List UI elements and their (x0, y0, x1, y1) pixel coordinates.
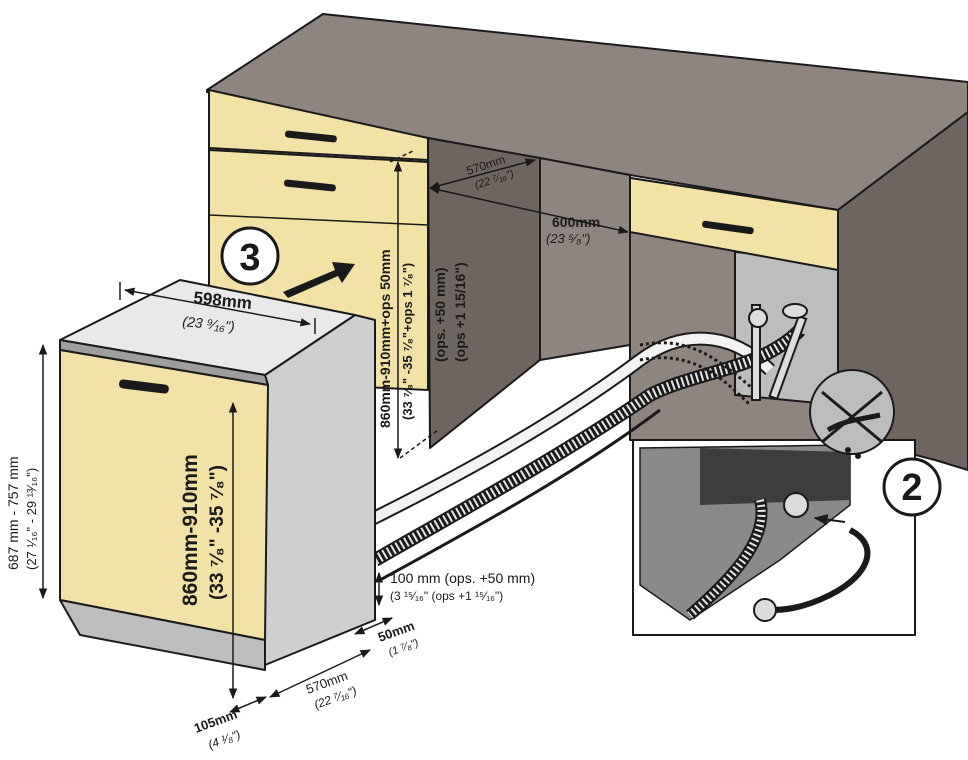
inlet-port (783, 492, 809, 518)
step-2-badge: 2 (882, 457, 942, 517)
cabinet-handles (284, 130, 754, 235)
step-3-label: 3 (239, 237, 260, 279)
valve-knob (782, 303, 808, 319)
floor-hoses (366, 324, 805, 582)
dimension-lines (38, 149, 630, 713)
warning-circle (809, 369, 895, 459)
dim-860-front-in: (33 ⁷⁄₈" -35 ⁷⁄₈") (207, 465, 228, 600)
dim-100-in: (3 ¹⁵⁄₁₆" (ops +1 ¹⁵⁄₁₆") (390, 589, 503, 603)
drip-icon (845, 447, 851, 453)
handle-top-left (285, 130, 337, 143)
niche-back-wall (539, 157, 631, 361)
hose-nut (753, 598, 777, 622)
cross-line-2 (821, 390, 883, 444)
dim-860-front: 860mm-910mm (179, 454, 202, 606)
dishwasher-door (59, 349, 269, 641)
dim-niche-in: (33 ⁷⁄₈" -35 ⁷⁄₈"+ops 1 ⁷⁄₈") (400, 263, 415, 420)
inset-hose (686, 498, 768, 620)
wall-valves (748, 303, 808, 401)
dim-ops-50-in: (ops +1 15/16") (452, 262, 468, 362)
drawer-right (629, 176, 839, 272)
dim-687-in: (27 ¹⁄₁₆" - 29 ¹³⁄₁₆") (24, 468, 39, 570)
dim-598-in: (23 ⁹⁄₁₆") (182, 313, 236, 334)
power-cable (379, 408, 661, 582)
inset-inlet-hose (769, 527, 871, 613)
dotted-hose-routing (639, 341, 761, 407)
inset-connection (632, 439, 916, 636)
dim-105-in: (4 ¹⁄₈") (206, 727, 242, 752)
handle-right (702, 220, 754, 235)
step-3-badge: 3 (220, 226, 355, 298)
handle-mid-left (284, 179, 336, 192)
dishwasher-plinth (59, 599, 266, 671)
dim-600: 600mm (552, 214, 600, 230)
dishwasher-handle (119, 379, 169, 394)
dim-ops-50: (ops. +50 mm) (432, 267, 448, 362)
dim-niche: 860mm-910mm+ops 50mm (377, 249, 393, 428)
step-2-label: 2 (901, 467, 922, 509)
dim-600-in: (23 ⁵⁄₈") (546, 231, 590, 246)
drawer-top-left (208, 88, 429, 162)
dim-100: 100 mm (ops. +50 mm) (390, 570, 535, 586)
dim-687: 687 mm - 757 mm (5, 456, 21, 570)
valve-pipe-1 (751, 304, 761, 401)
dishwasher-side (264, 314, 376, 666)
